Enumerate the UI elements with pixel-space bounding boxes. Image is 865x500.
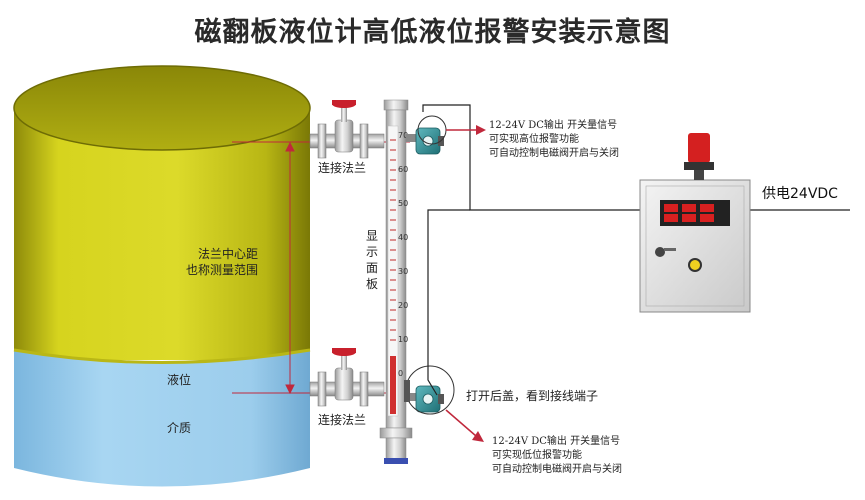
- page-title: 磁翻板液位计高低液位报警安装示意图: [194, 17, 671, 48]
- wiring-lines: [422, 104, 850, 396]
- key-lock-icon: [655, 247, 676, 257]
- level-switch-icon: [406, 127, 444, 155]
- low-alarm-line2: 可实现低位报警功能: [492, 448, 582, 461]
- top-flange-valve: [309, 100, 385, 159]
- liquid-level-label: 液位: [167, 372, 191, 387]
- scale-labels: 70 60 50 40 30 20 10 0: [398, 131, 408, 378]
- scale-tick-label: 50: [398, 199, 408, 208]
- high-alarm-arrow: [446, 125, 486, 135]
- tank-body-yellow: [14, 110, 310, 360]
- tank: [13, 65, 311, 487]
- display-panel-label: 板: [366, 277, 378, 291]
- valve-handwheel-icon: [332, 100, 356, 108]
- scale-tick-label: 40: [398, 233, 408, 242]
- flange-bottom-label: 连接法兰: [318, 412, 366, 427]
- display-flip-ticks: [390, 139, 396, 341]
- open-cover-label: 打开后盖，看到接线端子: [466, 388, 598, 403]
- control-box-icon: [639, 179, 751, 313]
- scale-tick-label: 60: [398, 165, 408, 174]
- medium-label: 介质: [167, 421, 191, 435]
- power-supply-label: 供电24VDC: [762, 186, 838, 202]
- flange-top-label: 连接法兰: [318, 160, 366, 175]
- alarm-lamp-icon: [684, 133, 714, 180]
- valve-handwheel-icon: [332, 348, 356, 356]
- display-red-section: [390, 356, 396, 414]
- control-display: [660, 200, 730, 226]
- low-alarm-line1: 12-24V DC输出 开关量信号: [492, 434, 620, 447]
- scale-tick-label: 10: [398, 335, 408, 344]
- scale-tick-label: 70: [398, 131, 408, 140]
- control-button-icon: [688, 258, 702, 272]
- low-alarm-line3: 可自动控制电磁阀开启与关闭: [492, 462, 622, 475]
- high-alarm-line2: 可实现高位报警功能: [489, 132, 579, 145]
- scale-tick-label: 20: [398, 301, 408, 310]
- high-alarm-line3: 可自动控制电磁阀开启与关闭: [489, 146, 619, 159]
- display-panel-label: 面: [366, 261, 378, 275]
- scale-tick-label: 0: [398, 369, 403, 378]
- level-switch-icon: [406, 385, 444, 413]
- display-panel-label: 示: [366, 245, 378, 259]
- display-panel: [387, 125, 399, 417]
- display-panel-label: 显: [366, 229, 378, 243]
- high-alarm-line1: 12-24V DC输出 开关量信号: [489, 118, 617, 131]
- center-distance-label-2: 也称测量范围: [186, 263, 258, 277]
- bottom-flange-valve: [309, 348, 385, 407]
- tank-top-rim: [13, 65, 311, 151]
- low-alarm-arrow: [445, 409, 484, 442]
- level-gauge: 70 60 50 40 30 20 10 0: [379, 99, 413, 464]
- wire-open-cover: [404, 380, 410, 402]
- tank-liquid: [14, 350, 310, 487]
- tank-liquid-surface: [13, 348, 311, 364]
- scale-tick-label: 30: [398, 267, 408, 276]
- tank-top: [14, 66, 310, 150]
- center-distance-label-1: 法兰中心距: [198, 246, 258, 261]
